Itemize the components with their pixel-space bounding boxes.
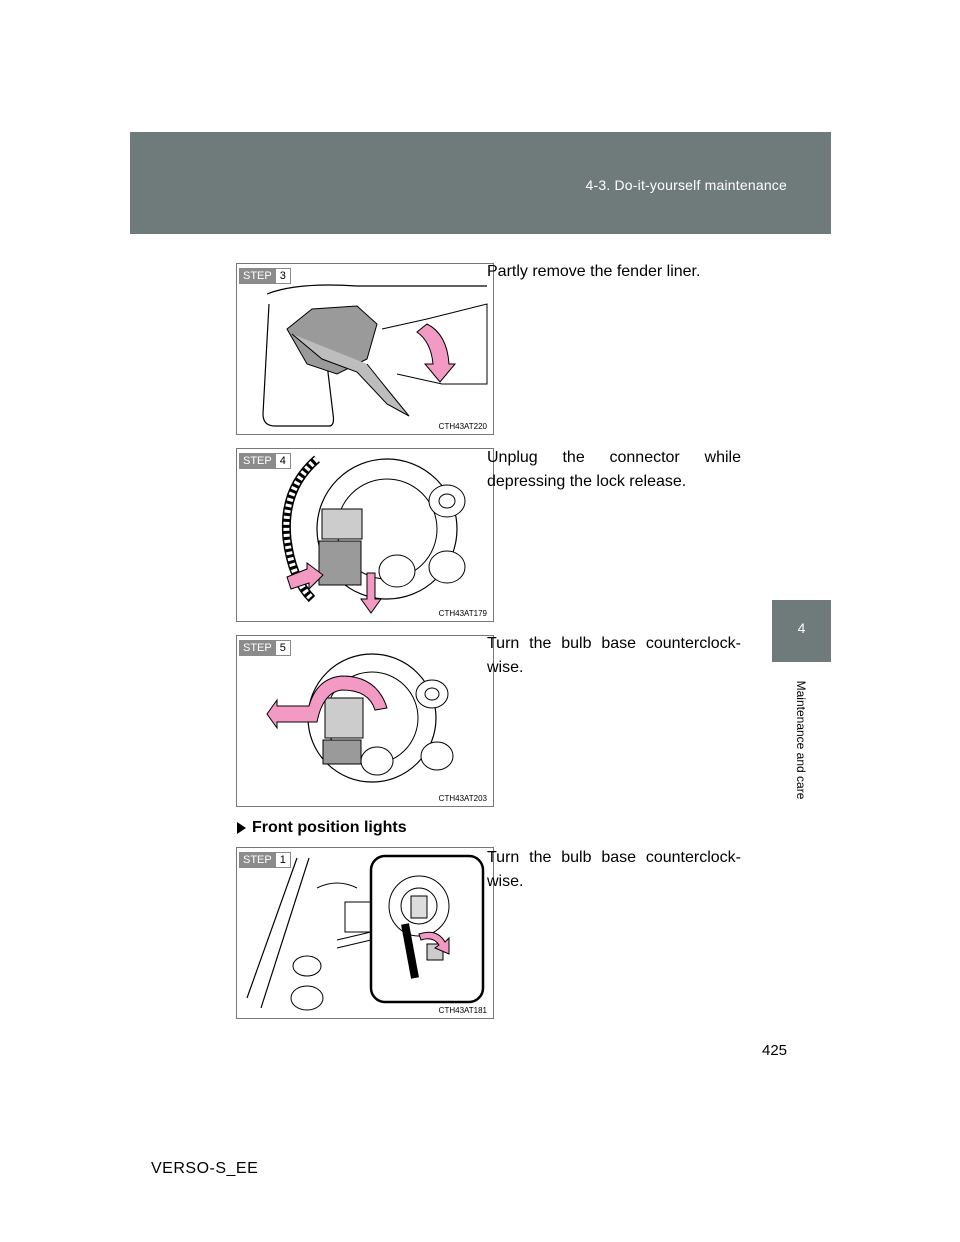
page-number: 425 [762, 1042, 788, 1059]
figure-step-1: STEP 1 CTH43AT181 [236, 847, 494, 1019]
section-title: 4-3. Do-it-yourself maintenance [585, 177, 787, 193]
step-label: STEP [239, 453, 276, 469]
step-instruction: Turn the bulb base counterclock-wise. [487, 849, 741, 890]
step-instruction: Turn the bulb base counterclock-wise. [487, 635, 741, 676]
figure-code: CTH43AT220 [438, 422, 487, 431]
figure-code: CTH43AT181 [438, 1006, 487, 1015]
step-label: STEP [239, 268, 276, 284]
step-badge: STEP 4 [239, 453, 291, 469]
step-label: STEP [239, 852, 276, 868]
triangle-bullet-icon [237, 822, 246, 834]
step-label: STEP [239, 640, 276, 656]
step-number: 4 [275, 453, 291, 469]
fender-liner-illustration [262, 284, 488, 427]
chapter-tab: 4 [772, 600, 831, 662]
model-code: VERSO-S_EE [151, 1160, 259, 1177]
figure-code: CTH43AT203 [438, 794, 487, 803]
figure-step-4: STEP 4 CTH43AT179 [236, 448, 494, 622]
position-light-illustration [246, 854, 485, 1011]
figure-code: CTH43AT179 [438, 609, 487, 618]
figure-step-5: STEP 5 CTH43AT203 [236, 635, 494, 807]
connector-illustration [281, 455, 466, 614]
section-heading-text: Front position lights [252, 819, 407, 836]
chapter-number: 4 [797, 620, 806, 636]
chapter-label-text: Maintenance and care [794, 680, 808, 800]
step-instruction: Unplug the connector while depressing th… [487, 449, 741, 490]
figure-step-3: STEP 3 CTH43AT220 [236, 263, 494, 435]
step-badge: STEP 5 [239, 640, 291, 656]
step-badge: STEP 3 [239, 268, 291, 284]
step-number: 5 [275, 640, 291, 656]
bulb-base-illustration [266, 653, 454, 783]
step-instruction: Partly remove the fender liner. [487, 263, 701, 280]
step-number: 1 [275, 852, 291, 868]
section-heading: Front position lights [237, 819, 407, 837]
step-badge: STEP 1 [239, 852, 291, 868]
chapter-header-band: 4-3. Do-it-yourself maintenance [130, 132, 831, 234]
step-number: 3 [275, 268, 291, 284]
